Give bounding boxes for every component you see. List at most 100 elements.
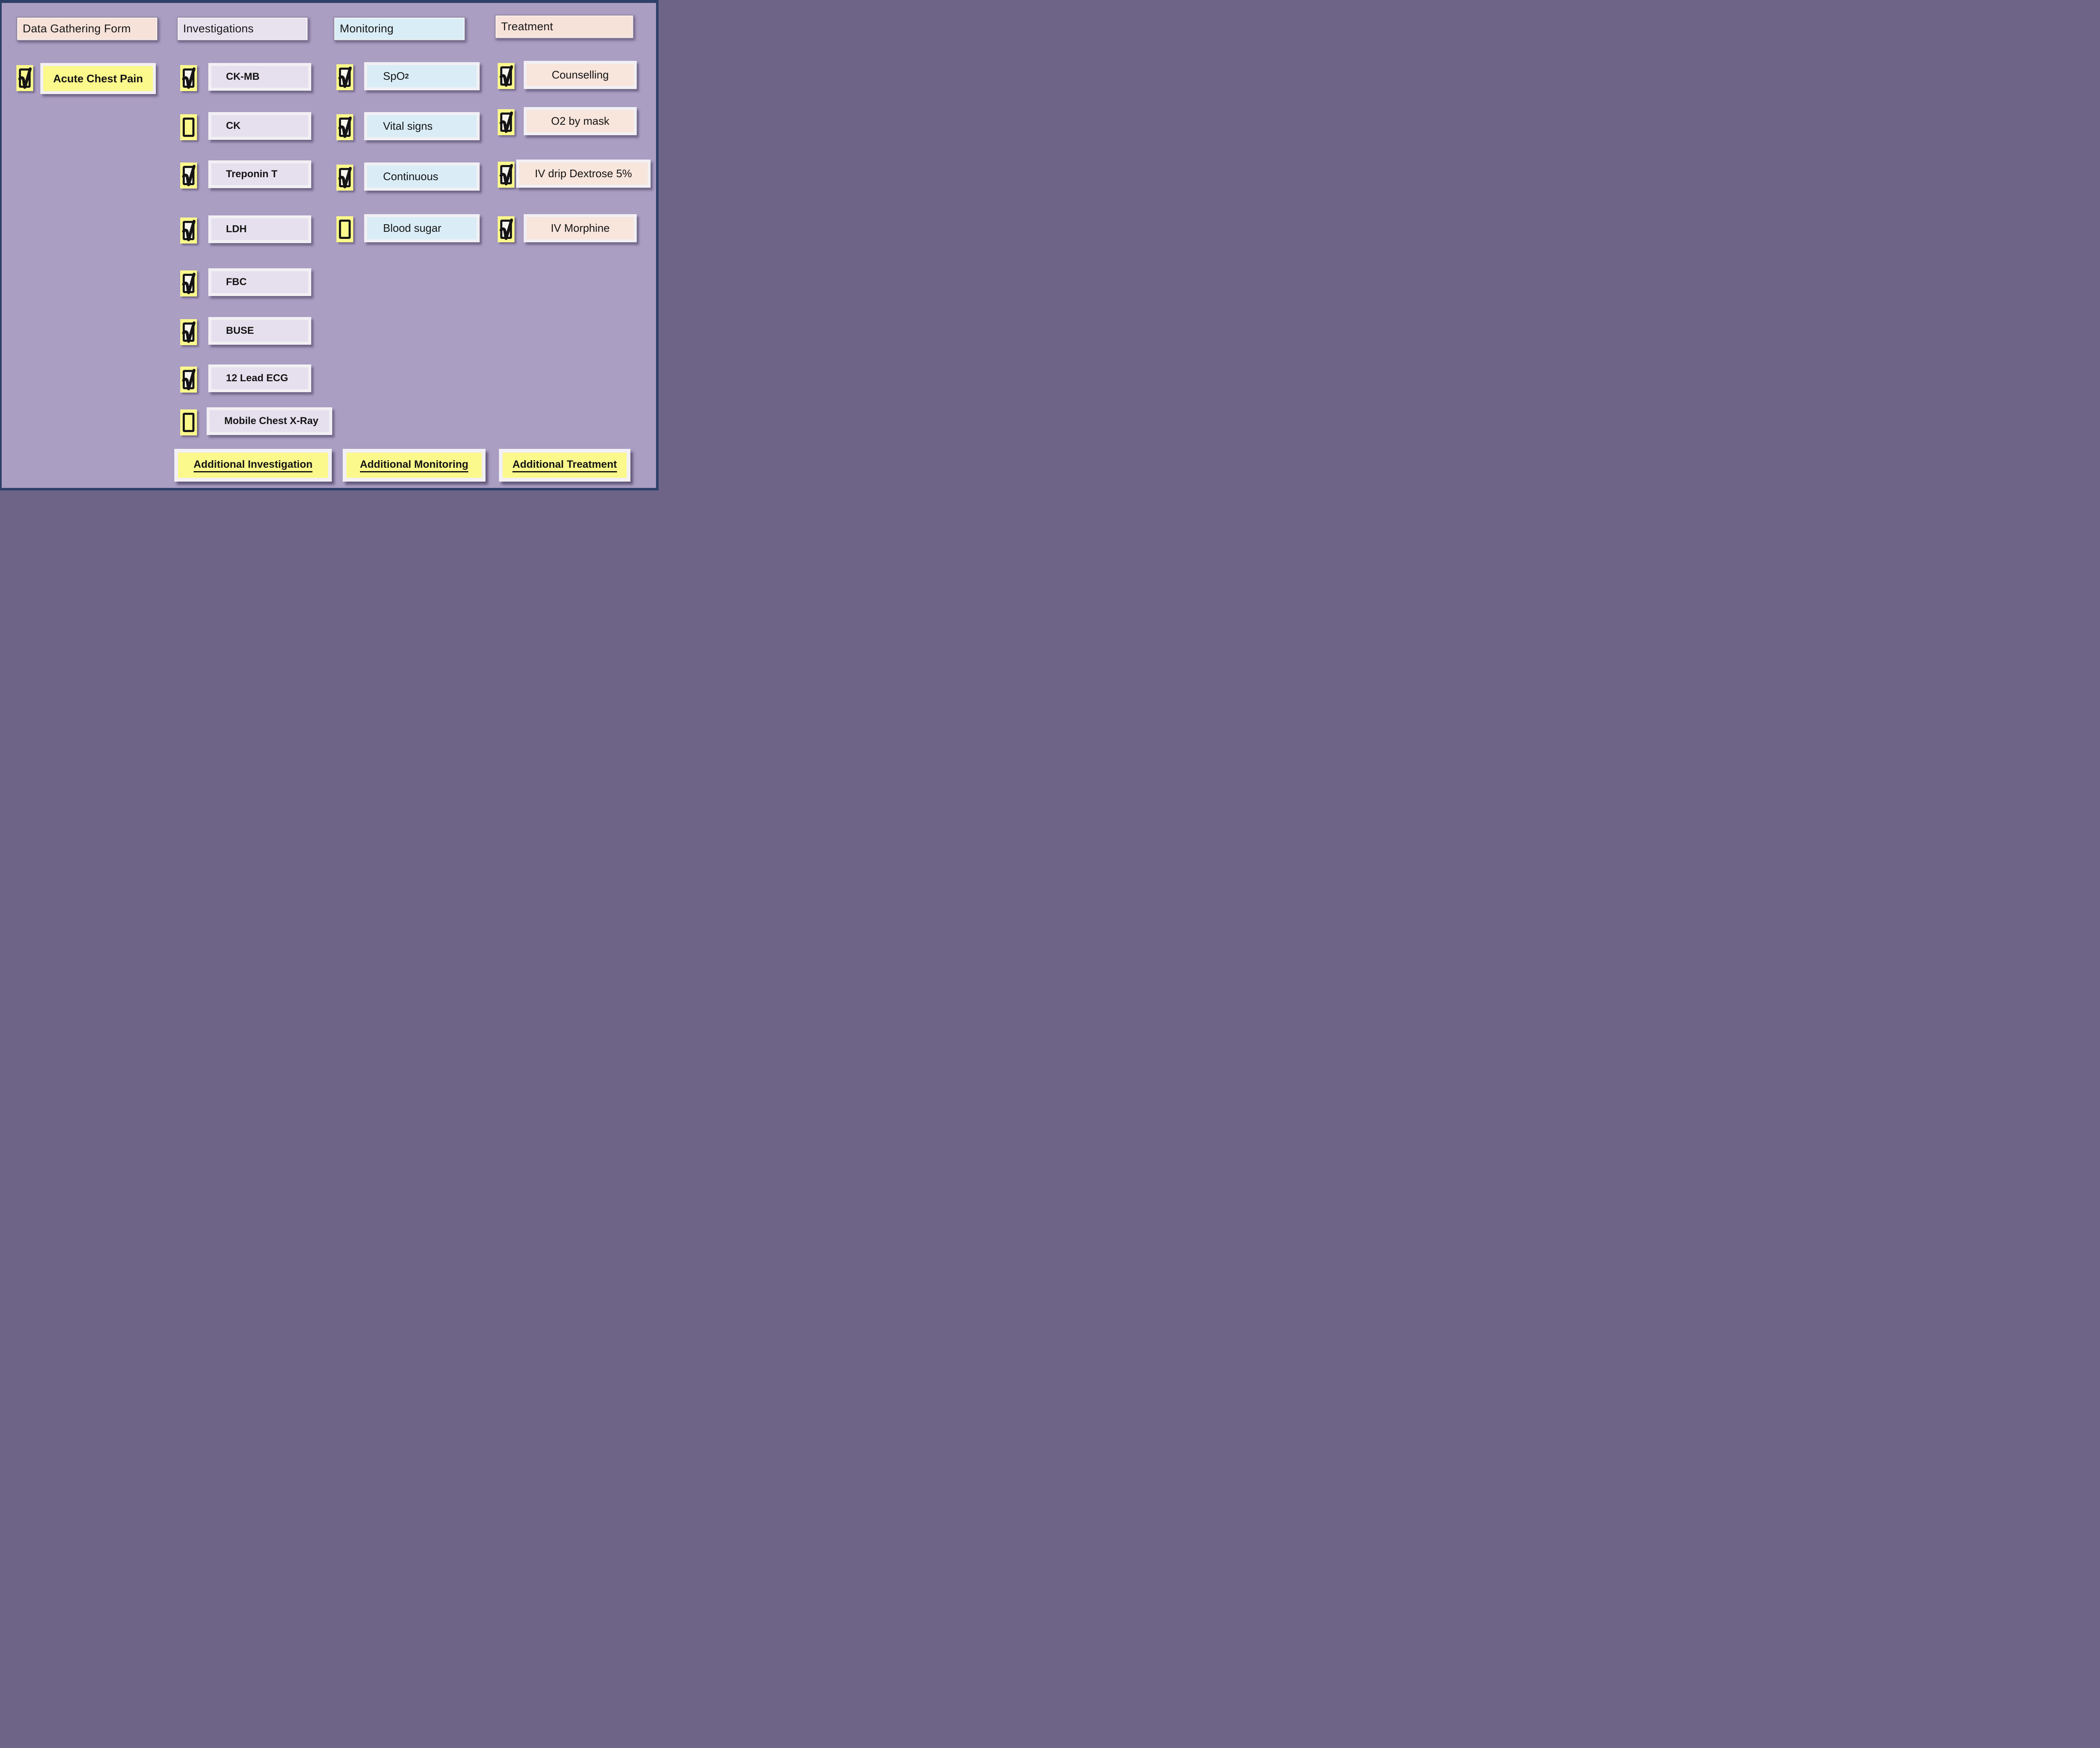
checkbox-box — [183, 166, 194, 185]
item-label-text: SpO — [383, 70, 405, 82]
button-inner: Additional Investigation — [178, 453, 328, 478]
item-label-inner: Treponin T — [211, 163, 308, 185]
checkbox-box — [183, 322, 194, 342]
column-header-label: Data Gathering Form — [23, 22, 131, 35]
checkbox-treponin-t[interactable] — [180, 162, 197, 189]
item-label-ck-mb[interactable]: CK-MB — [208, 63, 311, 91]
item-label-acute-chest-pain[interactable]: Acute Chest Pain — [40, 63, 156, 94]
checkbox-box — [500, 165, 512, 184]
item-label-text: Mobile Chest X-Ray — [224, 415, 319, 427]
checkbox-box — [183, 274, 194, 293]
item-label-inner: Counselling — [527, 64, 634, 86]
item-label-fbc[interactable]: FBC — [208, 268, 311, 296]
item-label-text: Continuous — [383, 170, 438, 183]
checkbox-ck-mb[interactable] — [180, 65, 197, 91]
item-label-inner: LDH — [211, 218, 308, 240]
checkbox-box — [339, 220, 351, 239]
checkbox-ldh[interactable] — [180, 218, 197, 244]
item-label-text: CK — [226, 120, 241, 131]
item-label-buse[interactable]: BUSE — [208, 317, 311, 345]
checkbox-box — [339, 168, 351, 187]
checkbox-fbc[interactable] — [180, 270, 197, 296]
item-label-vital-signs[interactable]: Vital signs — [364, 112, 480, 140]
item-label-treponin-t[interactable]: Treponin T — [208, 160, 311, 188]
item-label-inner: Mobile Chest X-Ray — [210, 410, 329, 432]
checkbox-box — [19, 68, 31, 88]
column-header-investigations: Investigations — [177, 17, 308, 41]
column-header-label: Investigations — [183, 22, 254, 35]
item-label-inner: Vital signs — [367, 115, 477, 137]
item-label-text: FBC — [226, 276, 247, 288]
button-inner: Additional Monitoring — [346, 453, 482, 478]
checkbox-box — [183, 413, 194, 432]
column-header-treatment: Treatment — [495, 15, 634, 39]
item-label-inner: IV Morphine — [527, 217, 634, 239]
item-label-ck[interactable]: CK — [208, 112, 311, 140]
checkbox-box — [183, 370, 194, 389]
item-label-text: Acute Chest Pain — [53, 72, 143, 85]
checkbox-o2-by-mask[interactable] — [498, 109, 514, 135]
item-label-text: CK-MB — [226, 71, 260, 82]
button-label: Additional Investigation — [193, 459, 313, 472]
button-additional-investigation[interactable]: Additional Investigation — [174, 449, 332, 482]
item-label-inner: O2 by mask — [527, 110, 634, 132]
item-label-inner: CK — [211, 115, 308, 137]
checkbox-spo2[interactable] — [336, 64, 353, 90]
item-label-text: Treponin T — [226, 168, 278, 180]
checkbox-box — [500, 220, 512, 239]
item-label-text: Vital signs — [383, 120, 433, 132]
button-label: Additional Treatment — [512, 459, 617, 472]
checkbox-iv-morphine[interactable] — [498, 216, 514, 242]
checkbox-continuous[interactable] — [336, 165, 353, 191]
item-label-inner: Blood sugar — [367, 217, 477, 239]
checkbox-12-lead-ecg[interactable] — [180, 367, 197, 393]
checkbox-iv-drip-dextrose-5[interactable] — [498, 162, 514, 188]
checkbox-buse[interactable] — [180, 319, 197, 345]
checkbox-blood-sugar[interactable] — [336, 216, 353, 242]
checkbox-box — [339, 118, 351, 137]
checkbox-acute-chest-pain[interactable] — [16, 65, 33, 91]
button-additional-treatment[interactable]: Additional Treatment — [499, 449, 630, 482]
column-header-data-gathering-form: Data Gathering Form — [16, 17, 158, 41]
item-label-text: Blood sugar — [383, 222, 441, 234]
item-label-mobile-chest-x-ray[interactable]: Mobile Chest X-Ray — [207, 407, 332, 435]
item-label-text: LDH — [226, 223, 247, 235]
column-header-monitoring: Monitoring — [333, 17, 465, 41]
checkbox-counselling[interactable] — [498, 63, 514, 89]
button-label: Additional Monitoring — [360, 459, 469, 472]
checkbox-box — [339, 68, 351, 87]
item-label-inner: Acute Chest Pain — [43, 66, 153, 91]
item-label-inner: IV drip Dextrose 5% — [519, 162, 648, 185]
checkbox-box — [183, 68, 194, 88]
item-label-12-lead-ecg[interactable]: 12 Lead ECG — [208, 364, 311, 392]
item-label-continuous[interactable]: Continuous — [364, 162, 480, 191]
item-label-blood-sugar[interactable]: Blood sugar — [364, 214, 480, 242]
checkbox-box — [500, 66, 512, 86]
column-header-label: Treatment — [501, 20, 553, 33]
item-label-counselling[interactable]: Counselling — [524, 61, 637, 89]
item-label-ldh[interactable]: LDH — [208, 215, 311, 243]
checkbox-box — [183, 118, 194, 137]
item-label-text: IV Morphine — [551, 222, 610, 234]
item-label-o2-by-mask[interactable]: O2 by mask — [524, 107, 637, 135]
item-label-text: 12 Lead ECG — [226, 372, 289, 384]
checkbox-ck[interactable] — [180, 114, 197, 140]
checkbox-mobile-chest-x-ray[interactable] — [180, 409, 197, 435]
item-label-text: Counselling — [551, 68, 609, 81]
checkbox-box — [500, 113, 512, 132]
item-label-text: BUSE — [226, 325, 254, 336]
column-header-label: Monitoring — [340, 22, 394, 35]
item-label-inner: Continuous — [367, 165, 477, 188]
item-label-inner: 12 Lead ECG — [211, 367, 308, 389]
checkbox-vital-signs[interactable] — [336, 114, 353, 140]
item-label-iv-morphine[interactable]: IV Morphine — [524, 214, 637, 242]
checkbox-box — [183, 221, 194, 240]
button-additional-monitoring[interactable]: Additional Monitoring — [343, 449, 486, 482]
item-label-text: IV drip Dextrose 5% — [535, 167, 632, 180]
item-label-iv-drip-dextrose-5[interactable]: IV drip Dextrose 5% — [516, 160, 651, 188]
item-label-inner: FBC — [211, 271, 308, 293]
item-label-inner: BUSE — [211, 320, 308, 342]
